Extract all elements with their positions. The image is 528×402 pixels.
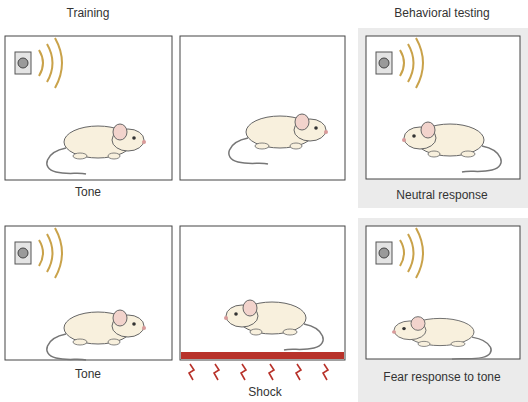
rat-figure <box>402 122 501 172</box>
electrified-floor <box>181 352 344 359</box>
training-panel <box>5 226 172 360</box>
training-panel <box>180 226 345 360</box>
speaker-icon <box>15 228 62 278</box>
stimulus-caption: Tone <box>75 367 101 381</box>
speaker-icon <box>15 38 62 88</box>
training-panel <box>180 36 345 180</box>
testing-panel <box>358 28 528 208</box>
column-heading: Behavioral testing <box>394 6 489 20</box>
training-panel <box>5 36 172 180</box>
rat-figure <box>224 300 323 350</box>
shock-marks <box>189 364 328 380</box>
speaker-icon <box>376 228 423 278</box>
stimulus-caption: Shock <box>248 385 281 399</box>
column-heading: Training <box>67 6 110 20</box>
speaker-icon <box>376 38 423 88</box>
testing-panel <box>358 218 528 402</box>
rat-figure <box>229 114 328 164</box>
response-caption: Neutral response <box>396 188 487 202</box>
testing-box <box>366 36 520 179</box>
rat-figure <box>47 124 146 174</box>
stimulus-caption: Tone <box>75 185 101 199</box>
rat-figure-crouched <box>392 317 491 360</box>
rat-figure <box>47 310 146 360</box>
testing-box <box>366 226 520 359</box>
response-caption: Fear response to tone <box>383 370 500 384</box>
